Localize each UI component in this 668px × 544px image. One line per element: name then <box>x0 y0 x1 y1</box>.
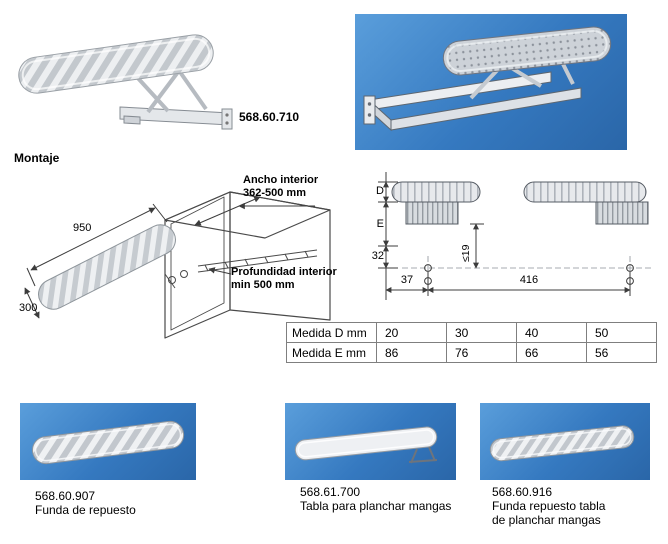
assembly-drawing-area: Ancho interior 362-500 mm 950 Profundida… <box>15 170 365 356</box>
dim-19-label: ≤19 <box>460 244 472 262</box>
accessory-code: 568.60.907 <box>35 489 96 503</box>
accessory-image-sleeve-cover <box>480 403 650 480</box>
dim-37-label: 37 <box>400 274 414 286</box>
table-cell: 20 <box>376 322 447 343</box>
accessory-caption: 568.60.916 Funda repuesto tabla de planc… <box>492 485 605 527</box>
table-row: Medida E mm 86 76 66 56 <box>286 342 657 363</box>
interior-width-line1: Ancho interior <box>243 174 319 186</box>
main-product-code: 568.60.710 <box>239 110 300 124</box>
cross-section-drawing <box>378 172 652 300</box>
cabinet-assembly-drawing <box>24 191 331 339</box>
accessory-image-cover <box>20 403 196 480</box>
table-cell: 40 <box>516 322 587 343</box>
accessory-caption: 568.60.907 Funda de repuesto <box>35 489 136 517</box>
table-cell: 56 <box>586 342 657 363</box>
dim-416-label: 416 <box>519 274 539 286</box>
table-row: Medida D mm 20 30 40 50 <box>286 322 657 343</box>
table-row-label: Medida D mm <box>286 322 377 343</box>
interior-width-line2: 362-500 mm <box>243 187 306 199</box>
accessory-code: 568.60.916 <box>492 485 553 499</box>
table-cell: 86 <box>376 342 447 363</box>
table-cell: 50 <box>586 322 657 343</box>
dim-D-label: D <box>376 185 384 197</box>
replacement-cover-illustration <box>32 420 185 465</box>
interior-width-label: Ancho interior 362-500 mm <box>243 174 353 200</box>
dim-E-label: E <box>376 218 384 230</box>
table-cell: 76 <box>446 342 517 363</box>
interior-depth-label: Profundidad interior min 500 mm <box>231 266 351 292</box>
mechanism-image <box>355 14 627 150</box>
board-width-dim: 300 <box>19 302 38 314</box>
dimension-drawing-area: D E 32 ≤19 37 416 <box>372 168 664 316</box>
table-row-label: Medida E mm <box>286 342 377 363</box>
table-cell: 66 <box>516 342 587 363</box>
table-cell: 30 <box>446 322 517 343</box>
accessory-image-sleeve-board <box>285 403 456 480</box>
dimension-table: Medida D mm 20 30 40 50 Medida E mm 86 7… <box>286 322 657 363</box>
main-product-image <box>8 12 236 140</box>
accessory-name: de planchar mangas <box>492 513 601 527</box>
interior-depth-line2: min 500 mm <box>231 279 295 291</box>
accessory-name: Funda repuesto tabla <box>492 499 606 513</box>
ironing-board-illustration <box>18 34 233 130</box>
board-length-dim: 950 <box>73 222 92 234</box>
dim-32-label: 32 <box>371 250 384 262</box>
accessory-caption: 568.61.700 Tabla para planchar mangas <box>300 485 451 513</box>
sleeve-cover-illustration <box>489 425 635 462</box>
pullout-frame-illustration <box>363 26 612 132</box>
accessory-name: Tabla para planchar mangas <box>300 499 452 513</box>
sleeve-board-illustration <box>294 426 438 464</box>
accessory-code: 568.61.700 <box>300 485 361 499</box>
interior-depth-line1: Profundidad interior <box>231 266 337 278</box>
accessory-name: Funda de repuesto <box>35 503 136 517</box>
montaje-heading: Montaje <box>14 151 60 165</box>
